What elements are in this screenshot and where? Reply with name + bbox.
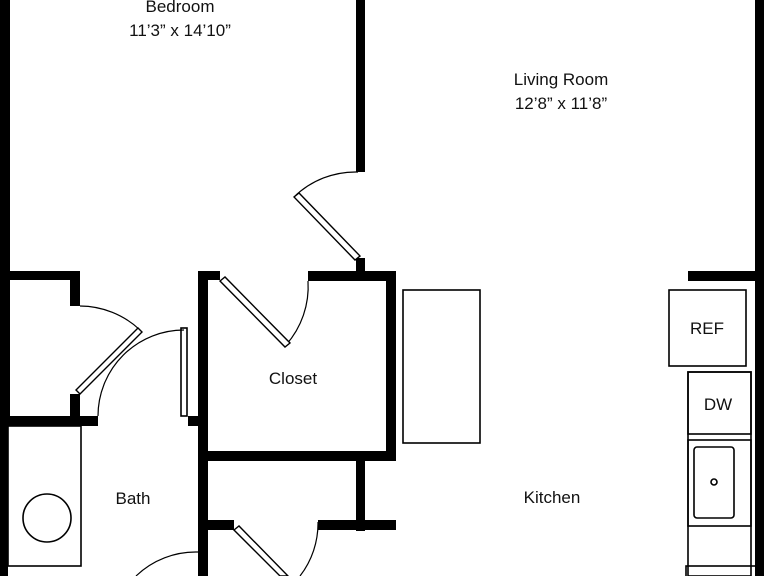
bedroom-dims: 11’3” x 14’10”: [129, 21, 231, 40]
dw-label: DW: [704, 395, 732, 414]
wall-closet-top: [308, 271, 396, 281]
wall-bedroom-left: [0, 0, 10, 272]
range-box: [685, 565, 757, 576]
ref-label: REF: [690, 319, 724, 338]
labels: Bedroom 11’3” x 14’10” Living Room 12’8”…: [116, 0, 733, 508]
wall-bath-door-left: [198, 520, 234, 530]
bath-name: Bath: [116, 489, 151, 508]
door-linen: [75, 305, 143, 395]
wall-hall-bottom: [318, 520, 396, 530]
wall-linen-left: [0, 271, 10, 426]
closet-name: Closet: [269, 369, 317, 388]
living-room-name: Living Room: [514, 70, 609, 89]
bath-tub: [7, 425, 82, 567]
wall-bedroom-living: [356, 0, 365, 172]
wall-linen-bottom: [0, 416, 98, 426]
door-hall: [232, 521, 319, 576]
counter-edge: [687, 371, 752, 576]
sink-drain-icon: [710, 478, 718, 486]
bedroom-name: Bedroom: [146, 0, 215, 16]
wall-closet-left-notch: [188, 416, 208, 426]
ref-box: [668, 289, 747, 367]
bath-drain-bowl: [22, 493, 72, 543]
doors: [75, 171, 362, 576]
fixtures: [7, 289, 757, 576]
wall-stub-bedroom-door: [356, 258, 365, 278]
wall-linen-top-stub: [70, 271, 80, 306]
kitchen-name: Kitchen: [524, 488, 581, 507]
wall-bedroom-bottom-mid: [198, 271, 220, 280]
bath-pocket-door: [180, 327, 188, 417]
kitchen-island: [402, 289, 481, 444]
door-bath-lower: [135, 551, 199, 576]
wall-closet-right: [386, 271, 396, 461]
sink-cabinet: [687, 439, 752, 527]
wall-hall-divider: [356, 461, 365, 531]
living-room-dims: 12’8” x 11’8”: [515, 94, 608, 113]
door-bath: [97, 329, 185, 417]
wall-kitchen-return: [688, 271, 764, 281]
wall-closet-bottom: [198, 451, 396, 461]
wall-bath-left: [0, 426, 8, 576]
door-bedroom: [292, 171, 362, 261]
door-closet: [218, 276, 309, 348]
wall-right-exterior: [755, 0, 764, 576]
wall-linen-door-stub: [70, 394, 80, 426]
wall-bedroom-bottom-left: [0, 271, 80, 280]
sink-basin: [693, 446, 735, 519]
